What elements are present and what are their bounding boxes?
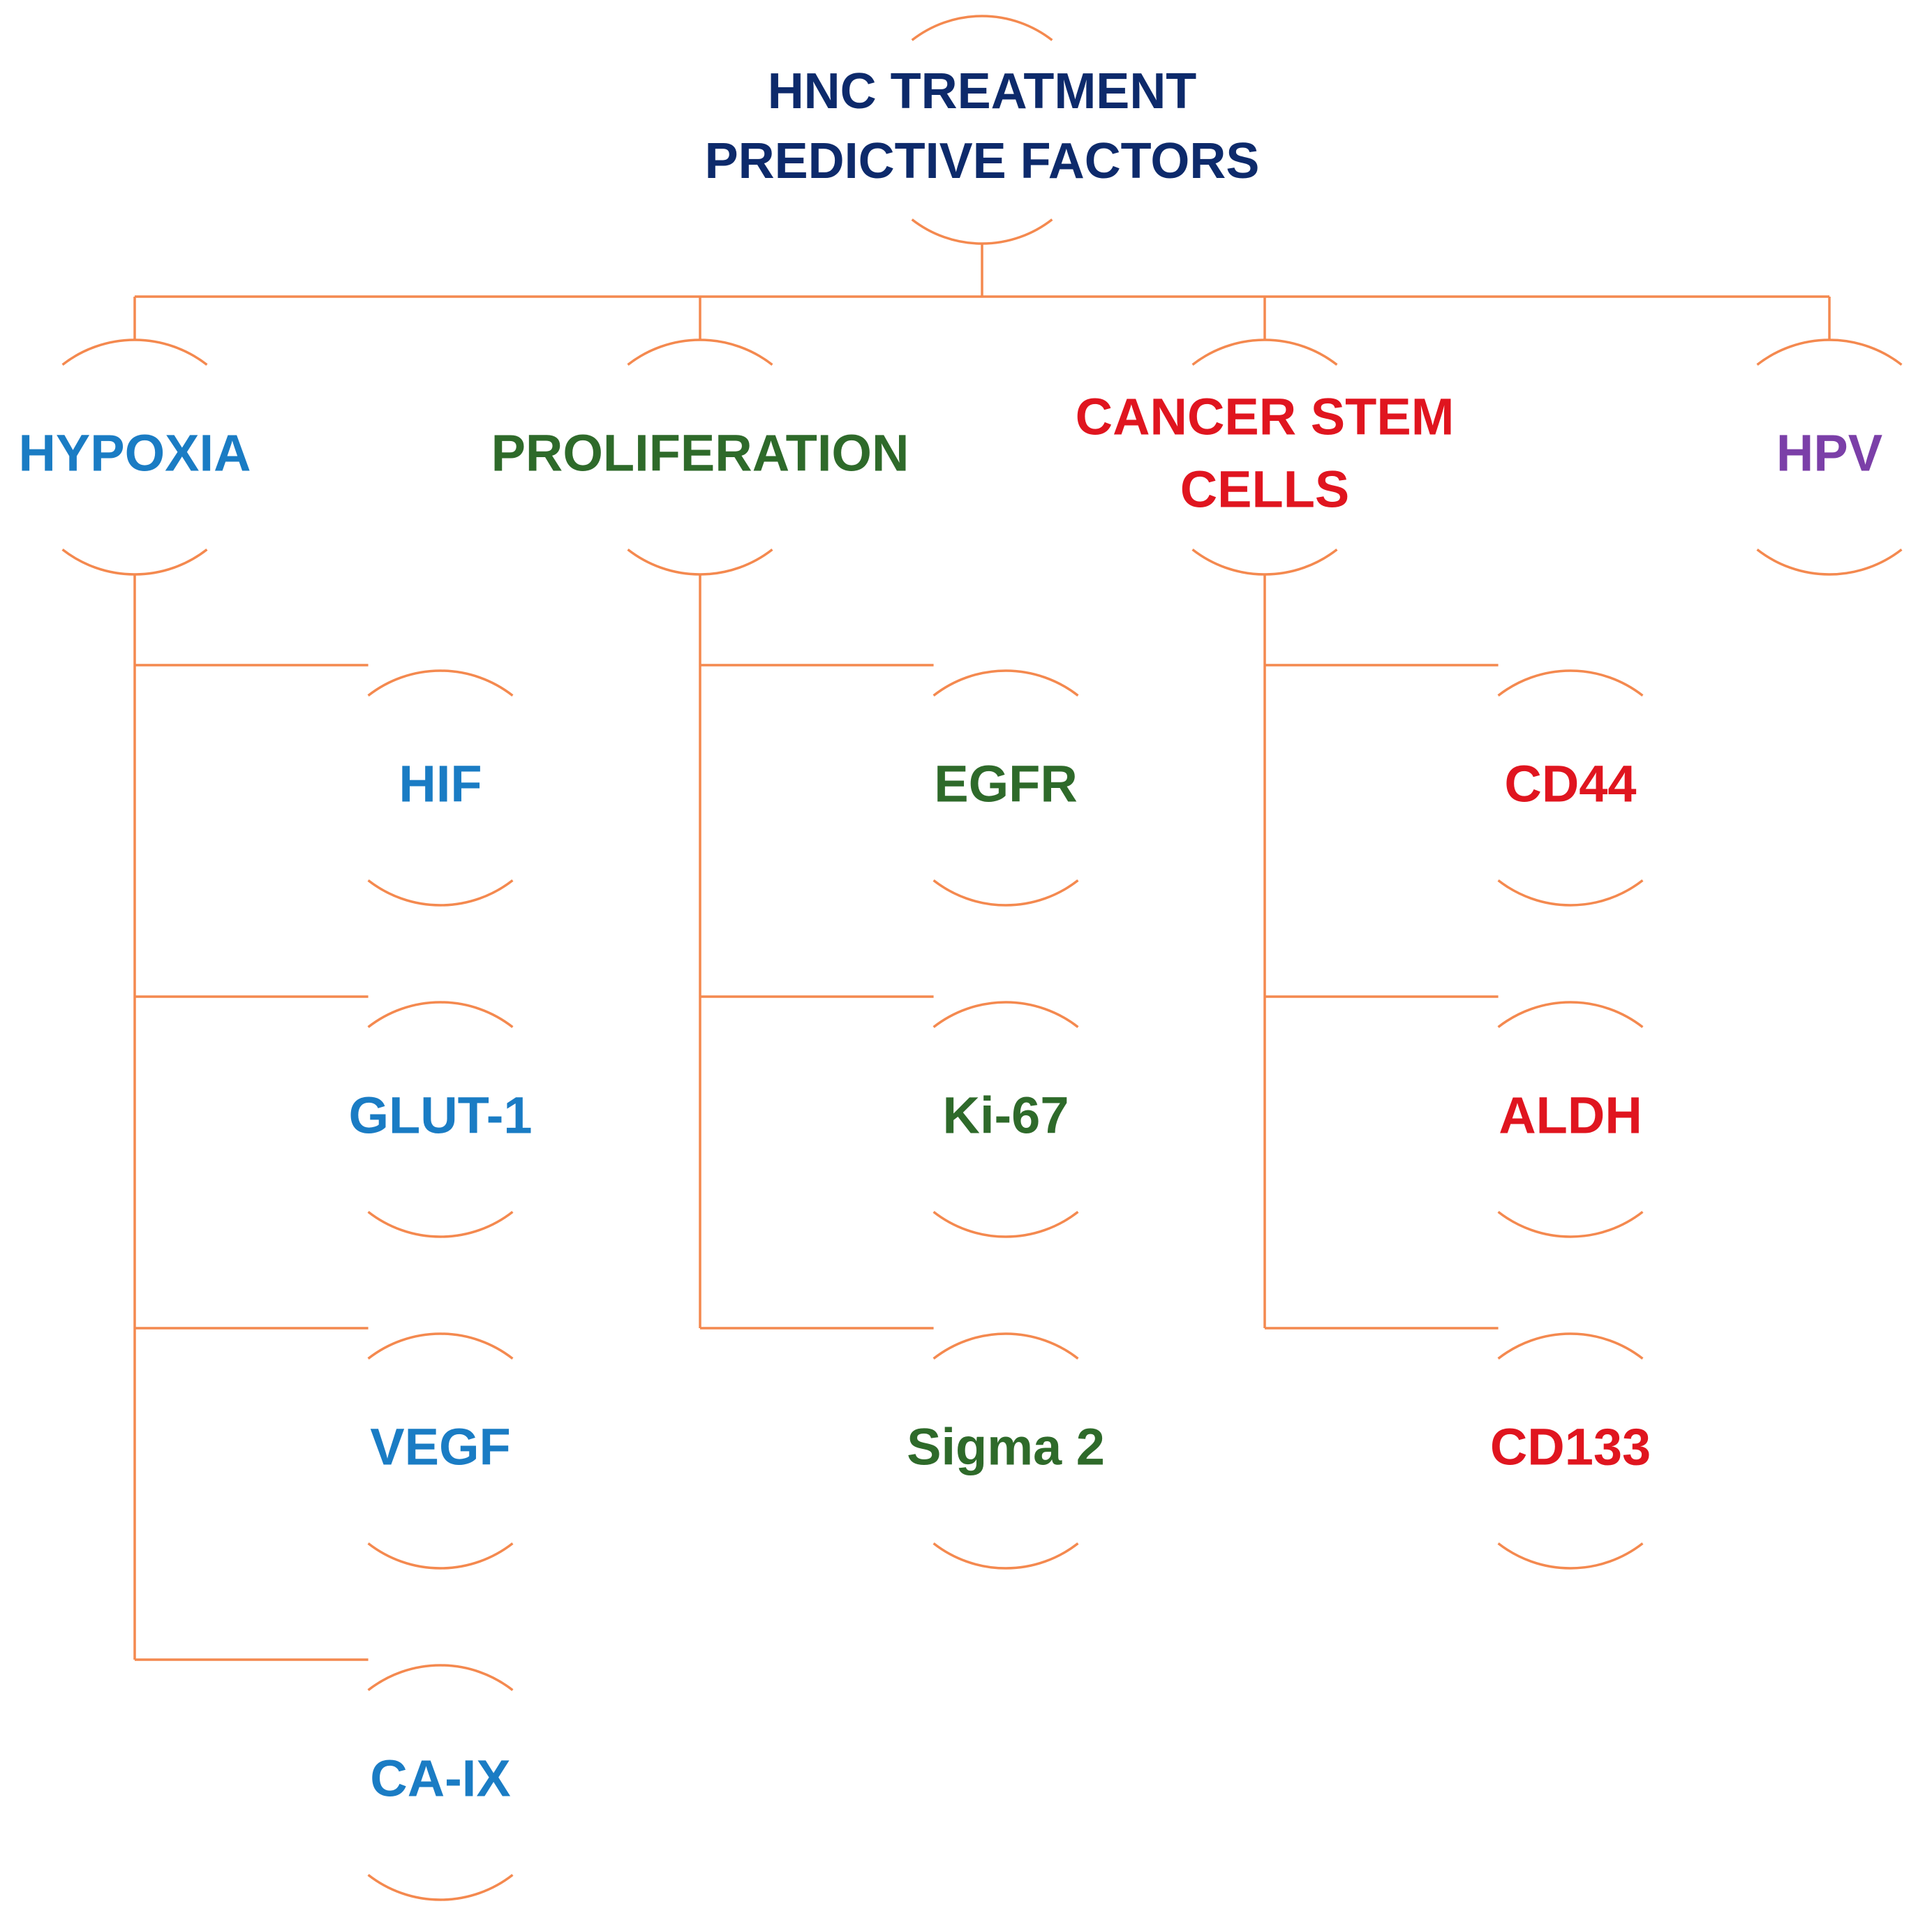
node-label-line: CA-IX (370, 1750, 510, 1808)
node-bottom-arc (1756, 549, 1903, 576)
category-node-proliferation: PROLIFERATION (491, 338, 909, 576)
node-label-line: VEGF (370, 1418, 510, 1476)
node-top-arc (61, 338, 208, 366)
node-bottom-arc (367, 1874, 514, 1901)
node-label-line: HPV (1776, 424, 1882, 482)
node-bottom-arc (1191, 549, 1338, 576)
node-label-line: Sigma 2 (907, 1418, 1105, 1476)
child-node-cd44: CD44 (1497, 669, 1644, 907)
node-top-arc (367, 669, 514, 697)
node-label-line: ALDH (1499, 1087, 1642, 1145)
node-top-arc (1497, 1001, 1644, 1028)
child-node-aldh: ALDH (1497, 1001, 1644, 1238)
category-node-cancer-stem-cells: CANCER STEM CELLS (1076, 338, 1455, 576)
node-top-arc (932, 1001, 1079, 1028)
node-bottom-arc (911, 218, 1053, 245)
node-label-line: CD133 (1490, 1418, 1651, 1476)
connector-lines (133, 244, 1831, 1661)
node-bottom-arc (367, 1211, 514, 1238)
node-bottom-arc (61, 549, 208, 576)
node-label-line: GLUT-1 (348, 1087, 532, 1145)
node-top-arc (911, 15, 1053, 41)
node-bottom-arc (627, 549, 773, 576)
child-node-ca-ix: CA-IX (367, 1664, 514, 1901)
node-top-arc (1191, 338, 1338, 366)
node-top-arc (367, 1001, 514, 1028)
node-label-line: HYPOXIA (18, 424, 251, 482)
node-label-line: PREDICTIVE FACTORS (705, 133, 1260, 189)
child-node-hif: HIF (367, 669, 514, 907)
node-bottom-arc (1497, 1542, 1644, 1570)
node-bottom-arc (1497, 879, 1644, 907)
node-top-arc (1497, 669, 1644, 697)
node-label-line: HNC TREATMENT (768, 64, 1197, 119)
node-top-arc (367, 1332, 514, 1360)
node-top-arc (367, 1664, 514, 1691)
root-node: HNC TREATMENT PREDICTIVE FACTORS (705, 15, 1260, 245)
node-label-line: PROLIFERATION (491, 424, 909, 482)
node-bottom-arc (367, 1542, 514, 1570)
child-node-egfr: EGFR (932, 669, 1079, 907)
child-node-sigma-2: Sigma 2 (907, 1332, 1105, 1570)
child-node-cd133: CD133 (1490, 1332, 1651, 1570)
node-bottom-arc (932, 1211, 1079, 1238)
node-top-arc (932, 1332, 1079, 1360)
category-node-hypoxia: HYPOXIA (18, 338, 251, 576)
node-top-arc (1756, 338, 1903, 366)
category-node-hpv: HPV (1756, 338, 1903, 576)
node-label-line: CANCER STEM (1076, 388, 1455, 446)
node-label-line: CD44 (1504, 755, 1636, 813)
node-label-line: HIF (399, 755, 482, 813)
node-top-arc (627, 338, 773, 366)
child-node-glut-1: GLUT-1 (348, 1001, 533, 1238)
node-bottom-arc (932, 1542, 1079, 1570)
node-label-line: Ki-67 (943, 1087, 1069, 1145)
node-label-line: CELLS (1180, 461, 1350, 519)
node-label-line: EGFR (934, 755, 1078, 813)
child-node-vegf: VEGF (367, 1332, 514, 1570)
child-node-ki-67: Ki-67 (932, 1001, 1079, 1238)
node-top-arc (1497, 1332, 1644, 1360)
node-bottom-arc (1497, 1211, 1644, 1238)
node-top-arc (932, 669, 1079, 697)
node-bottom-arc (367, 879, 514, 907)
node-bottom-arc (932, 879, 1079, 907)
diagram-nodes: HNC TREATMENT PREDICTIVE FACTORS HYPOXIA HI… (18, 15, 1903, 1901)
